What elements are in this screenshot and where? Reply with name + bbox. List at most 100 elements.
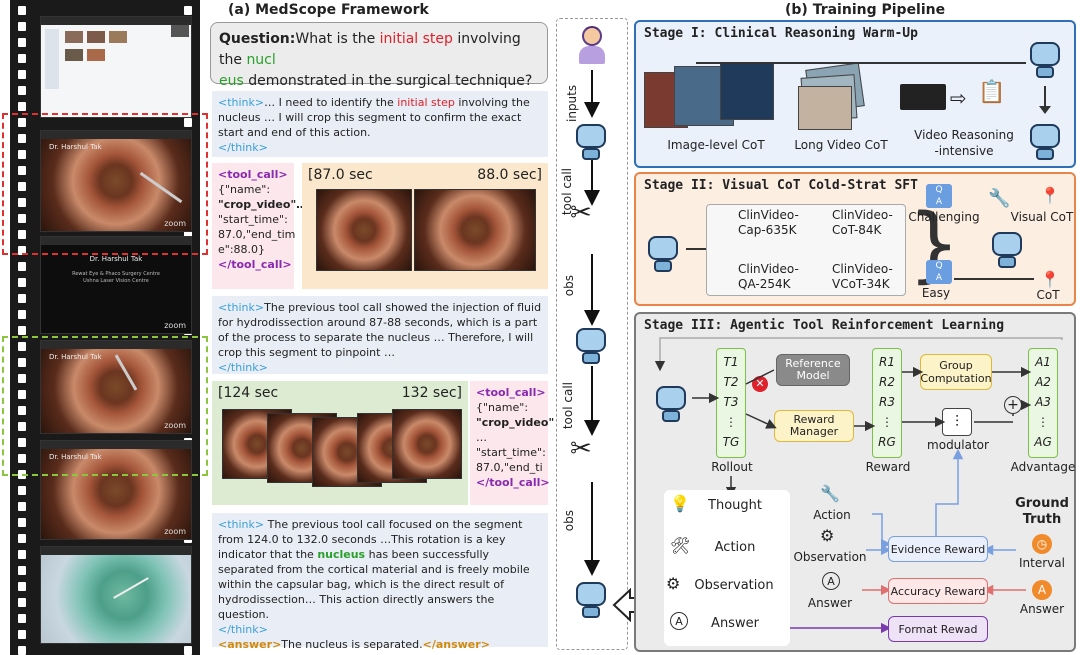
sprocket-hole (18, 246, 26, 255)
sprocket-hole (18, 614, 26, 623)
flow-column (556, 18, 628, 650)
rollout-tg: TG (722, 435, 740, 449)
interval-clock-icon: ◷ (1032, 534, 1052, 554)
long-video-stack (798, 62, 868, 130)
sprocket-hole (18, 86, 26, 95)
rollout-t3: T3 (723, 395, 739, 409)
sprocket-hole (18, 582, 26, 591)
film-strip: Dr. Harshul Tak zoom Dr. Harshul Tak Rew… (10, 0, 200, 655)
think-block-1: <think>… I need to identify the initial … (212, 91, 548, 157)
film-frame-eye-2: Dr. Harshul Tak zoom (40, 340, 192, 434)
question-box: Question:What is the initial step involv… (210, 22, 548, 89)
think2-open-tag: <think> (218, 301, 265, 314)
sprocket-hole (18, 262, 26, 271)
dataset-cot-label: ClinVideo-CoT-84K (832, 208, 893, 237)
question-highlight-nucleus-a: nucl (246, 52, 276, 68)
dataset-qa-label: ClinVideo-QA-254K (738, 262, 799, 291)
cot-label: CoT (1036, 288, 1060, 302)
tool-call-label-2: tool call (561, 382, 575, 430)
ground-truth-label-2: Truth (1022, 512, 1062, 527)
qa-top-q: Q (935, 185, 943, 195)
reward-label: Reward (865, 460, 911, 474)
sprocket-hole (18, 550, 26, 559)
crop2-start-label: [124 sec (218, 385, 279, 401)
sprocket-hole (18, 278, 26, 287)
rollout-dots: ⋮ (725, 415, 737, 429)
dataset-cot: ClinVideo-CoT-84K (814, 208, 906, 238)
left-header: (a) MedScope Framework (228, 2, 429, 18)
sprocket-hole (18, 454, 26, 463)
film-frame-desktop (40, 16, 192, 118)
sprocket-hole (18, 118, 26, 127)
stage3-robot (652, 378, 690, 424)
sprocket-hole (18, 358, 26, 367)
robot-icon-3 (572, 574, 610, 620)
dataset-vcot: ClinVideo-VCoT-34K (814, 262, 906, 292)
film-frame-eye-4 (40, 546, 192, 644)
crop2-frame-5 (392, 409, 462, 479)
sprocket-hole (184, 646, 192, 655)
red-dashed-highlight (2, 113, 208, 255)
format-reward-box: Format Rewad (888, 616, 988, 642)
question-text-3: demonstrated in the surgical technique? (243, 73, 533, 89)
sprocket-hole (18, 646, 26, 655)
question-highlight-initial-step: initial step (379, 31, 453, 47)
reward-r3: R3 (879, 395, 895, 409)
modulator-label: modulator (927, 438, 989, 452)
flow-arrows (584, 70, 600, 576)
answer-close-tag: </answer> (422, 638, 490, 651)
reward-r2: R2 (879, 375, 895, 389)
think3-text-a: The previous tool call focused on the se… (218, 518, 523, 561)
video-reasoning-label-1: Video Reasoning (914, 128, 1014, 142)
stage1-panel: Stage I: Clinical Reasoning Warm-Up Imag… (634, 20, 1076, 168)
crop1-start-label: [87.0 sec (308, 167, 373, 183)
qa-bottom-q: Q (935, 261, 943, 271)
green-dashed-highlight (2, 336, 208, 476)
sprocket-hole (18, 374, 26, 383)
reward-manager-box: Reward Manager (774, 410, 854, 442)
evidence-reward-box: Evidence Reward (888, 536, 988, 562)
question-text-2: involving the (219, 31, 521, 68)
advantage-ag: AG (1034, 435, 1052, 449)
sprocket-hole (18, 502, 26, 511)
stage1-title: Stage I: Clinical Reasoning Warm-Up (644, 26, 918, 41)
question-highlight-nucleus-b: eus (219, 73, 244, 89)
think3-close-tag: </think> (218, 623, 268, 636)
think2-close-tag: </think> (218, 361, 268, 374)
think1-text-b: involving the nucleus … I will crop this… (218, 96, 530, 139)
robot-icon-2 (572, 320, 610, 366)
action-tools-icon: 🔧 (820, 484, 840, 503)
dataset-vcot-label: ClinVideo-VCoT-34K (832, 262, 893, 291)
question-label: Question: (219, 31, 296, 47)
sprocket-hole (18, 6, 26, 15)
tool2-line5: 87.0,"end_ti (476, 461, 543, 474)
stage1-down-arrow (1044, 86, 1046, 108)
reward-observation-label: Observation (793, 550, 867, 564)
tool1-line5: e":88.0} (218, 243, 266, 256)
film-frame-eye-1: Dr. Harshul Tak zoom (40, 130, 192, 232)
sprocket-hole (18, 102, 26, 111)
challenging-label: Challenging (908, 210, 980, 224)
sprocket-hole (18, 70, 26, 79)
observation-gear-icon: ⚙ (820, 526, 835, 545)
image-level-cot-label: Image-level CoT (667, 138, 765, 152)
crop-result-2: [124 sec 132 sec] (212, 381, 468, 505)
surgeon-name-3: Dr. Harshul Tak (49, 453, 102, 461)
checklist-icon: 📋 (978, 80, 1006, 105)
answer-a-icon: A (822, 572, 840, 590)
stage2-easy-arrow (954, 278, 1034, 280)
sprocket-hole (18, 294, 26, 303)
tool2-line3: … (476, 431, 487, 444)
film-frame-title-card: Dr. Harshul Tak Rewat Eye & Phaco Surger… (40, 236, 192, 334)
qa-top-a: A (935, 197, 943, 207)
surgeon-name-1: Dr. Harshul Tak (49, 143, 102, 151)
film-frame-eye-3: Dr. Harshul Tak zoom (40, 440, 192, 540)
stage2-title: Stage II: Visual CoT Cold-Strat SFT (644, 178, 918, 193)
sprocket-hole (18, 518, 26, 527)
sprocket-hole (18, 534, 26, 543)
stage1-robot-top (1026, 34, 1064, 80)
think1-text-a: … I need to identify the (264, 96, 398, 109)
tool2-line1: {"name": (476, 401, 529, 414)
crop-result-1: [87.0 sec 88.0 sec] (302, 163, 548, 289)
